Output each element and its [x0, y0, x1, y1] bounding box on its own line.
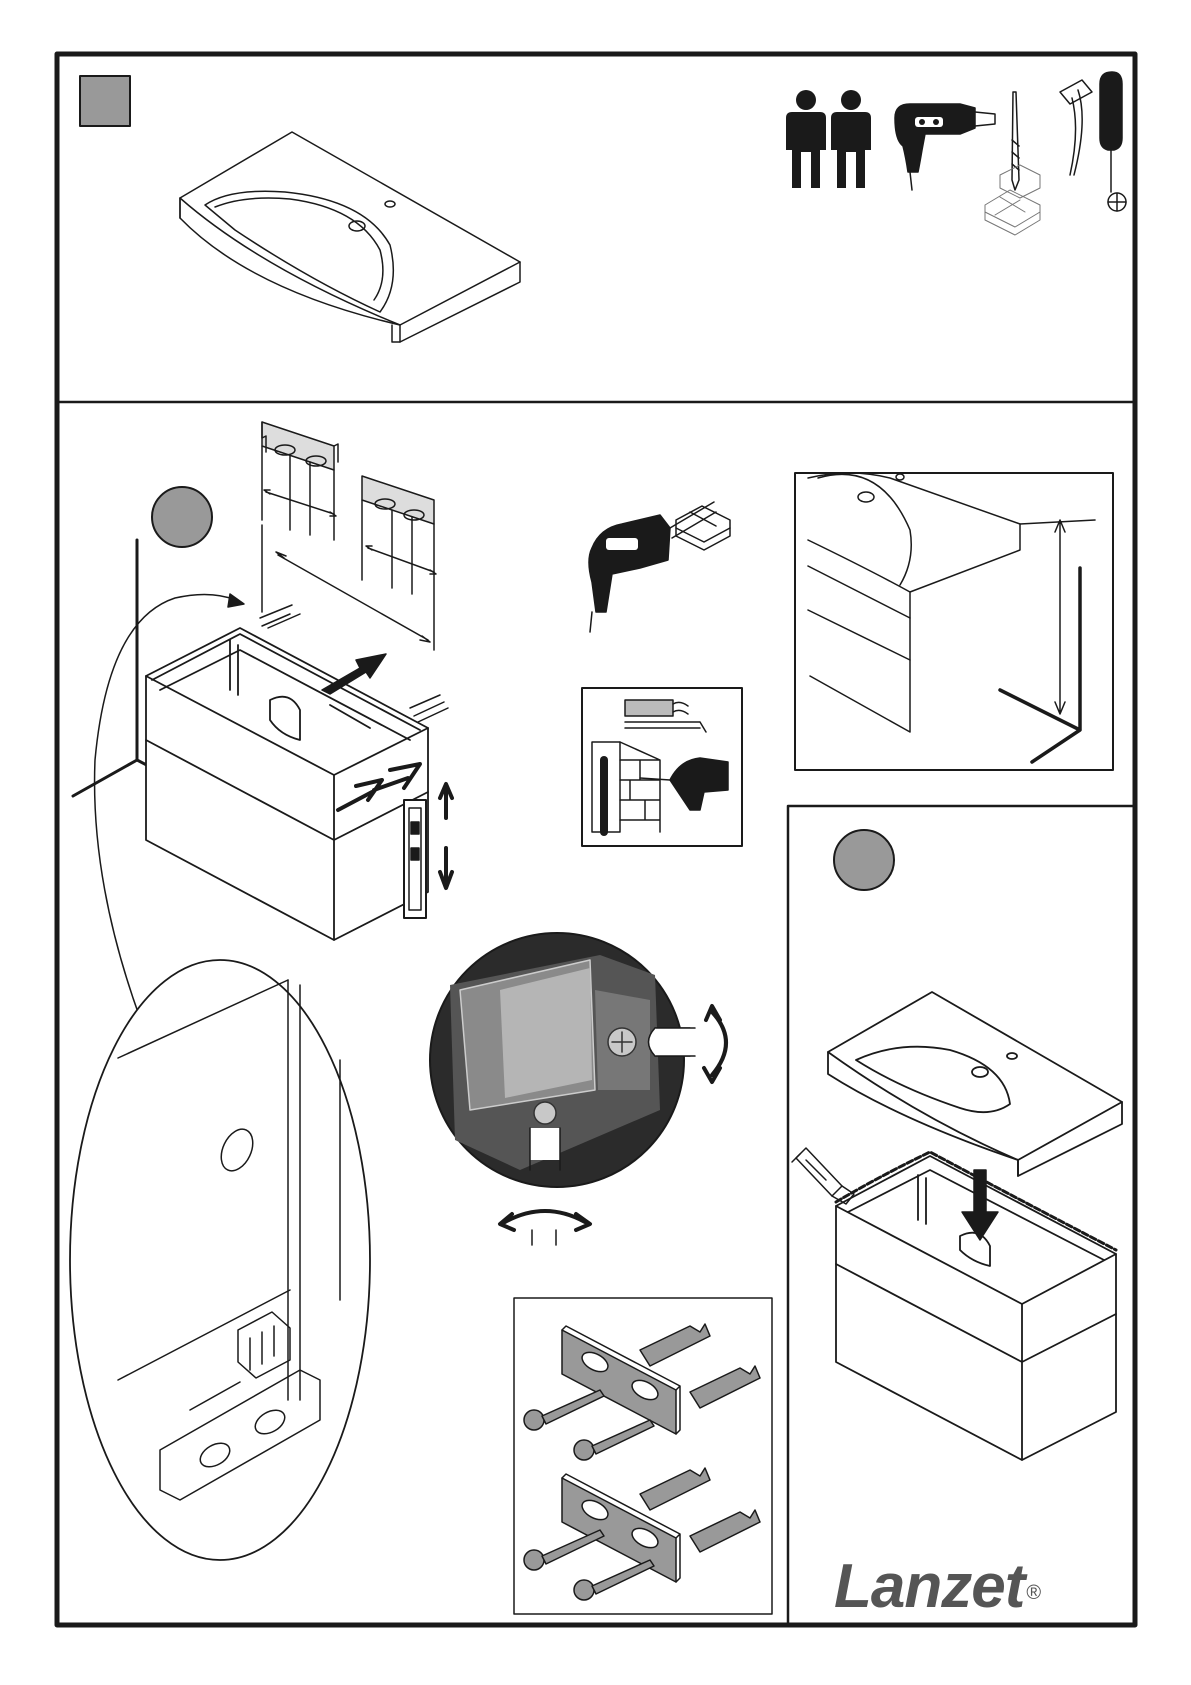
rotate-arrow-horizontal	[500, 1211, 590, 1230]
lanzet-logo: Lanzet®	[834, 1552, 1124, 1622]
avoid-cables-warning	[582, 688, 742, 846]
rotate-arrow-vertical	[704, 1006, 726, 1082]
drill-bit-icon	[1012, 92, 1019, 190]
drill-into-wall-illustration	[589, 502, 730, 632]
washbasin-top-illustration	[180, 132, 520, 342]
vertical-adjust-arrows	[440, 784, 452, 888]
wall-brackets-with-spacing	[262, 422, 436, 650]
hardware-kit-panel	[514, 1298, 772, 1614]
hammer-icon	[1060, 80, 1092, 175]
two-persons-icon	[786, 90, 871, 188]
bracket-detail-zoom	[70, 960, 370, 1560]
step-marker-circle-mount	[152, 487, 212, 547]
power-drill-icon	[895, 104, 995, 190]
brand-name: Lanzet	[834, 1552, 1024, 1621]
step-marker-circle-fit	[834, 830, 894, 890]
bracket-adjustment-photo	[430, 933, 695, 1187]
cabinet-height-measure-panel	[795, 473, 1113, 770]
registered-mark: ®	[1026, 1582, 1040, 1604]
basin-above-cabinet-illustration	[828, 992, 1122, 1176]
step-marker-square	[80, 76, 130, 126]
phillips-screwdriver-icon	[1100, 72, 1126, 211]
spirit-level-icon	[404, 800, 426, 918]
